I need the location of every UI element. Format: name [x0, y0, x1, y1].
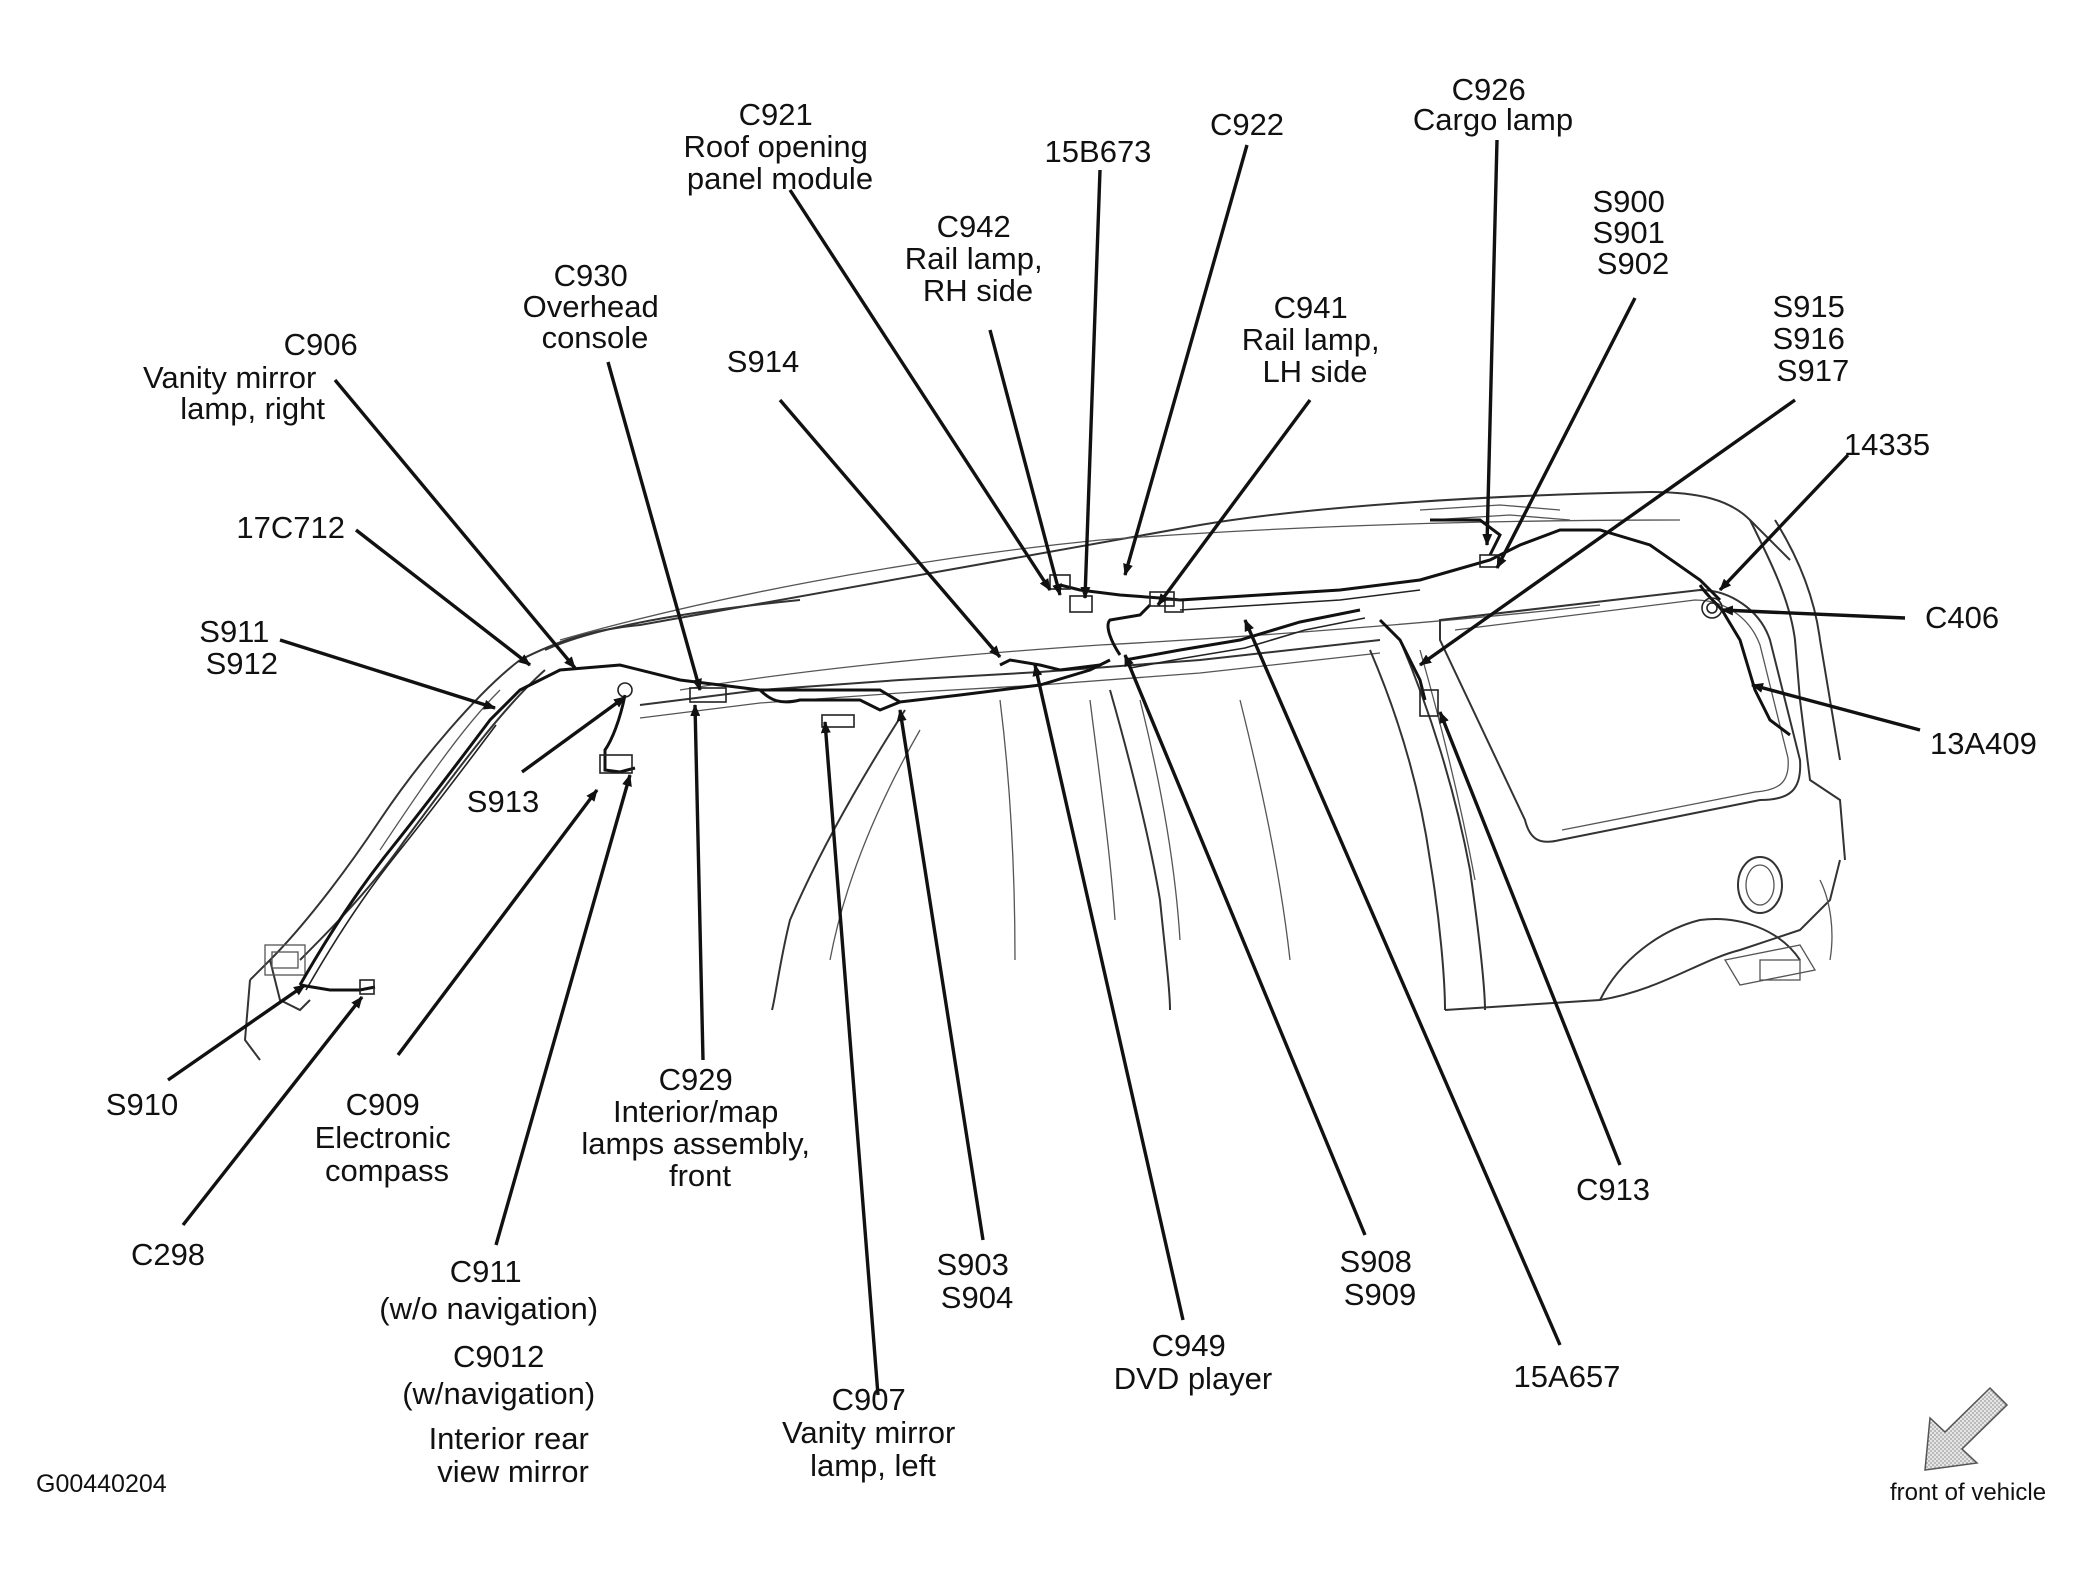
- leader-s903: [896, 709, 985, 1241]
- vehicle-body-outline: [243, 490, 1846, 1061]
- leader-c949: [1032, 664, 1185, 1321]
- leader-s910: [167, 983, 306, 1082]
- label-13a409: 13A409: [1930, 726, 2037, 761]
- label-s914: S914: [727, 344, 799, 379]
- label-c298: C298: [131, 1237, 205, 1272]
- leader-c907: [820, 721, 880, 1396]
- leader-c909: [396, 788, 599, 1057]
- leader-17c712: [354, 528, 532, 667]
- figure-id: G00440204: [36, 1470, 167, 1498]
- leader-s911: [279, 638, 496, 710]
- label-17c712: 17C712: [236, 510, 345, 545]
- label-c930: C930 Overhead console: [523, 258, 668, 355]
- roof-wiring-harness: [298, 518, 1791, 995]
- label-15b673: 15B673: [1045, 134, 1152, 169]
- label-c942: C942 Rail lamp, RH side: [905, 209, 1051, 308]
- label-c913: C913: [1576, 1172, 1650, 1207]
- label-s915: S915 S916 S917: [1772, 289, 1853, 388]
- label-s910: S910: [106, 1087, 178, 1122]
- leader-c913: [1438, 711, 1622, 1166]
- callout-labels: C921 Roof opening panel module 15B673 C9…: [106, 72, 2037, 1489]
- front-of-vehicle-label: front of vehicle: [1890, 1479, 2046, 1506]
- leader-c926: [1482, 139, 1499, 546]
- label-s903: S903 S904: [936, 1247, 1017, 1315]
- label-c921: C921 Roof opening panel module: [683, 97, 876, 196]
- leader-c941: [1156, 398, 1312, 607]
- leader-c906: [333, 378, 577, 670]
- leader-c922: [1123, 144, 1249, 576]
- leader-14335: [1718, 453, 1850, 592]
- label-c922: C922: [1210, 107, 1284, 142]
- label-s908: S908 S909: [1339, 1244, 1420, 1312]
- leader-s908: [1123, 654, 1367, 1236]
- leader-c406: [1721, 605, 1906, 620]
- leader-15b673: [1080, 169, 1102, 599]
- leader-c921: [788, 189, 1052, 591]
- label-s911: S911 S912: [199, 614, 278, 681]
- leader-c298: [181, 995, 364, 1227]
- label-c406: C406: [1925, 600, 1999, 635]
- label-c907: C907 Vanity mirror lamp, left: [782, 1382, 964, 1483]
- leader-s915: [1419, 398, 1796, 667]
- label-s913: S913: [467, 784, 539, 819]
- leader-c942: [988, 329, 1063, 596]
- leader-c930: [606, 361, 702, 691]
- label-s900: S900 S901 S902: [1592, 184, 1673, 281]
- label-c929: C929 Interior/map lamps assembly, front: [581, 1062, 818, 1193]
- label-14335: 14335: [1844, 427, 1930, 462]
- label-c911: C911 (w/o navigation) C9012 (w/navigatio…: [379, 1254, 606, 1489]
- front-of-vehicle-arrow-icon: [1924, 1386, 2009, 1471]
- leader-c911: [494, 774, 632, 1246]
- leader-15a657: [1243, 619, 1562, 1346]
- label-c909: C909 Electronic compass: [315, 1087, 460, 1188]
- leader-c929: [690, 704, 705, 1061]
- leader-lines: [167, 139, 1921, 1396]
- label-c906: C906 Vanity mirror lamp, right: [143, 327, 366, 426]
- leader-13a409: [1751, 683, 1921, 732]
- label-c926: C926 Cargo lamp: [1413, 72, 1573, 137]
- label-c949: C949 DVD player: [1114, 1328, 1273, 1396]
- label-15a657: 15A657: [1514, 1359, 1621, 1394]
- leader-s914: [778, 398, 1002, 659]
- label-c941: C941 Rail lamp, LH side: [1242, 290, 1388, 389]
- leader-s913: [520, 695, 627, 774]
- leader-s900: [1495, 297, 1637, 569]
